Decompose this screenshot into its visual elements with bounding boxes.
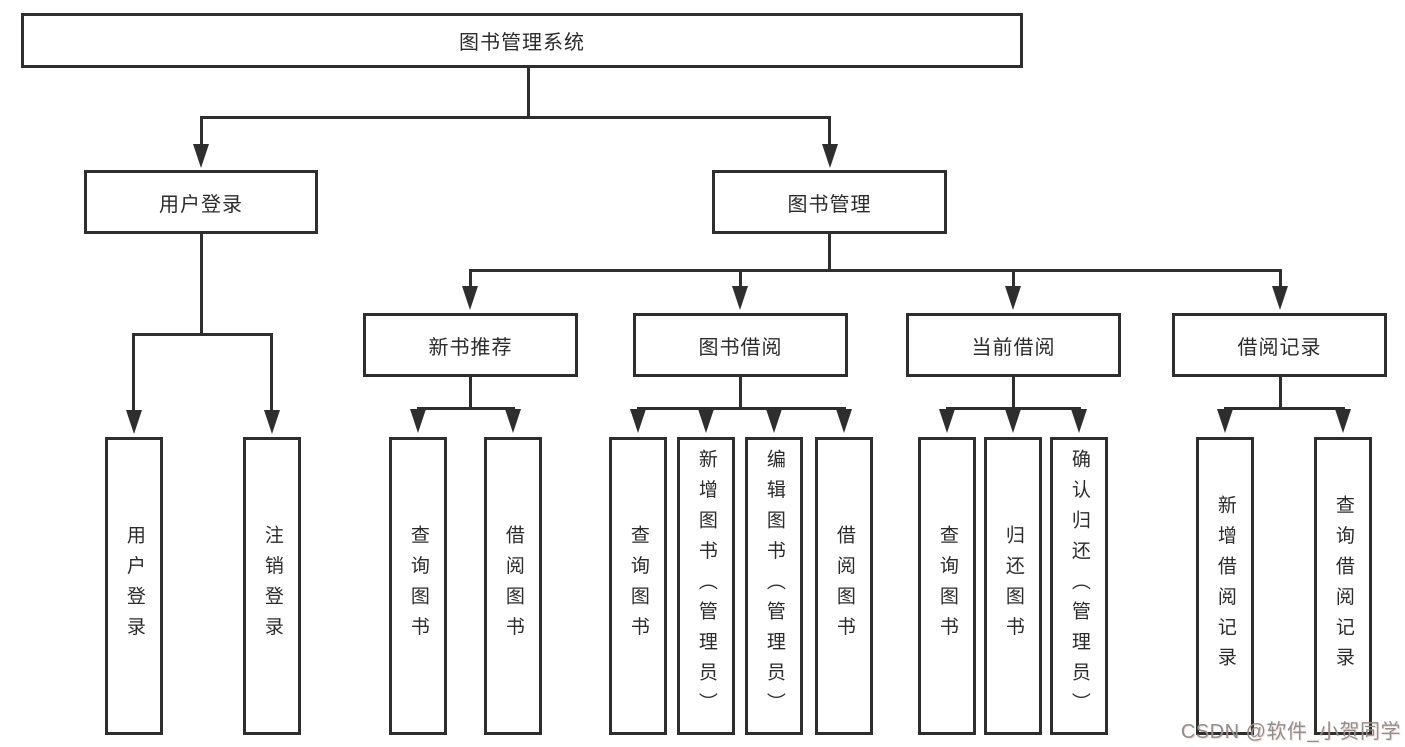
- leaf-confirm-return-admin-label: 确认归还（管理员）: [1068, 449, 1090, 723]
- leaf-borrow-books-newbook: 借阅图书: [484, 437, 542, 735]
- connector-line: [133, 333, 273, 336]
- leaf-return-book: 归还图书: [984, 437, 1042, 735]
- connector-line: [739, 269, 742, 286]
- leaf-query-borrow-record-label: 查询借阅记录: [1332, 494, 1354, 678]
- connector-line: [1012, 269, 1015, 286]
- leaf-edit-book-admin: 编辑图书（管理员）: [745, 437, 803, 735]
- leaf-query-books-borrow-label: 查询图书: [627, 525, 649, 647]
- leaf-add-book-admin: 新增图书（管理员）: [677, 437, 735, 735]
- arrow-down-icon: [1005, 409, 1021, 433]
- arrow-down-icon: [1335, 409, 1351, 433]
- connector-line: [828, 234, 831, 272]
- arrow-down-icon: [505, 409, 521, 433]
- leaf-query-borrow-record: 查询借阅记录: [1314, 437, 1372, 735]
- arrow-down-icon: [193, 144, 209, 168]
- connector-line: [828, 116, 831, 144]
- node-book-borrowing-label: 图书借阅: [698, 336, 783, 359]
- connector-line: [200, 116, 831, 119]
- leaf-query-books-current-label: 查询图书: [936, 525, 958, 647]
- leaf-borrow-books-newbook-label: 借阅图书: [502, 525, 524, 647]
- arrow-down-icon: [939, 409, 955, 433]
- arrow-down-icon: [766, 409, 782, 433]
- connector-line: [270, 333, 273, 410]
- leaf-confirm-return-admin: 确认归还（管理员）: [1050, 437, 1108, 735]
- node-user-login-label: 用户登录: [159, 193, 243, 216]
- arrow-down-icon: [698, 409, 714, 433]
- node-user-login: 用户登录: [84, 170, 318, 234]
- connector-line: [417, 407, 515, 410]
- arrow-down-icon: [126, 410, 142, 434]
- connector-line: [469, 269, 1281, 272]
- connector-line: [200, 116, 203, 144]
- connector-line: [132, 333, 135, 410]
- leaf-return-book-label: 归还图书: [1002, 525, 1024, 647]
- leaf-borrow-books-borrow: 借阅图书: [815, 437, 873, 735]
- watermark: CSDN @软件_小贺同学: [1180, 721, 1401, 743]
- connector-line: [1012, 377, 1015, 409]
- arrow-down-icon: [1071, 409, 1087, 433]
- arrow-down-icon: [630, 409, 646, 433]
- connector-line: [946, 407, 1081, 410]
- node-current-borrowing: 当前借阅: [906, 313, 1121, 377]
- connector-line: [469, 269, 472, 286]
- leaf-user-login: 用户登录: [105, 437, 163, 735]
- arrow-down-icon: [410, 409, 426, 433]
- connector-line: [1224, 407, 1345, 410]
- arrow-down-icon: [822, 144, 838, 168]
- arrow-down-icon: [1217, 409, 1233, 433]
- connector-line: [1279, 377, 1282, 409]
- arrow-down-icon: [264, 410, 280, 434]
- node-current-borrowing-label: 当前借阅: [971, 336, 1056, 359]
- node-book-management-label: 图书管理: [787, 193, 872, 216]
- node-library-system: 图书管理系统: [21, 13, 1023, 68]
- connector-line: [469, 377, 472, 409]
- arrow-down-icon: [732, 286, 748, 310]
- leaf-borrow-books-borrow-label: 借阅图书: [833, 525, 855, 647]
- node-new-book-recommend: 新书推荐: [363, 313, 578, 377]
- node-borrow-records: 借阅记录: [1172, 313, 1387, 377]
- arrow-down-icon: [1005, 286, 1021, 310]
- leaf-query-books-newbook-label: 查询图书: [407, 525, 429, 647]
- leaf-logout-label: 注销登录: [261, 525, 283, 647]
- leaf-add-borrow-record-label: 新增借阅记录: [1214, 494, 1236, 678]
- leaf-add-book-admin-label: 新增图书（管理员）: [695, 449, 717, 723]
- connector-line: [200, 234, 203, 336]
- connector-line: [739, 377, 742, 409]
- leaf-logout: 注销登录: [243, 437, 301, 735]
- arrow-down-icon: [1272, 286, 1288, 310]
- node-borrow-records-label: 借阅记录: [1237, 336, 1322, 359]
- node-book-management: 图书管理: [712, 170, 947, 234]
- leaf-query-books-current: 查询图书: [918, 437, 976, 735]
- connector-line: [637, 407, 846, 410]
- arrow-down-icon: [462, 286, 478, 310]
- leaf-user-login-label: 用户登录: [123, 525, 145, 647]
- node-library-system-label: 图书管理系统: [459, 32, 585, 54]
- leaf-edit-book-admin-label: 编辑图书（管理员）: [763, 449, 785, 723]
- leaf-query-books-borrow: 查询图书: [609, 437, 667, 735]
- connector-line: [1279, 269, 1282, 286]
- leaf-query-books-newbook: 查询图书: [389, 437, 447, 735]
- leaf-add-borrow-record: 新增借阅记录: [1196, 437, 1254, 735]
- node-new-book-recommend-label: 新书推荐: [428, 336, 513, 359]
- node-book-borrowing: 图书借阅: [633, 313, 848, 377]
- arrow-down-icon: [836, 409, 852, 433]
- connector-line: [527, 68, 530, 118]
